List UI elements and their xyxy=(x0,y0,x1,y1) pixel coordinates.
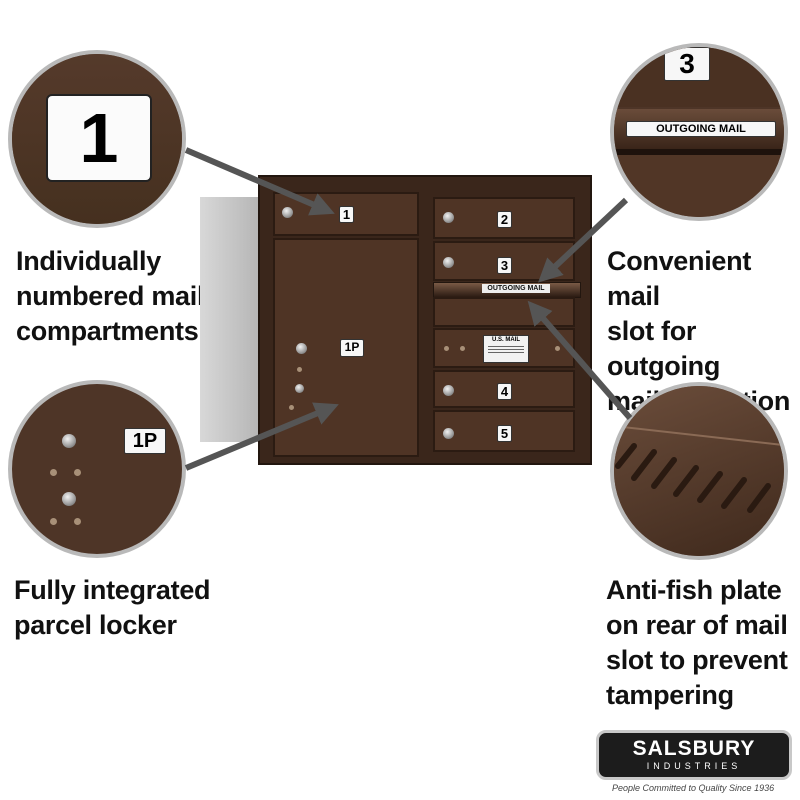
lock-icon xyxy=(443,385,454,396)
compartment-door-5: 5 xyxy=(433,410,575,452)
compartment-door-4: 4 xyxy=(433,370,575,408)
door-number-tag: 5 xyxy=(497,425,512,442)
door-number-tag: 4 xyxy=(497,383,512,400)
lock-icon xyxy=(62,492,76,506)
lock-icon xyxy=(443,428,454,439)
parcel-number-tag: 1P xyxy=(340,339,364,357)
door-number-tag: 2 xyxy=(497,211,512,228)
caption-anti-fish-plate: Anti-fish plate on rear of mail slot to … xyxy=(606,575,788,710)
logo-sub: INDUSTRIES xyxy=(646,761,742,771)
usps-plate: U.S. MAIL xyxy=(483,335,529,363)
lock-icon xyxy=(443,257,454,268)
usps-door: U.S. MAIL xyxy=(433,328,575,368)
zoom-slot-number-tag: 3 xyxy=(664,47,710,81)
outgoing-mail-label: OUTGOING MAIL xyxy=(482,284,550,293)
logo-name: SALSBURY xyxy=(632,737,756,760)
zoom-outgoing-slot: 3 OUTGOING MAIL xyxy=(610,43,788,221)
mailbox-unit: 1 1P 2 3 OUTGOING MAIL U.S. MAIL 4 xyxy=(200,175,595,470)
zoom-number-tag: 1 xyxy=(46,94,152,182)
brand-tagline: People Committed to Quality Since 1936 xyxy=(612,783,775,793)
usps-plate-title: U.S. MAIL xyxy=(492,337,520,343)
salsbury-logo: SALSBURY INDUSTRIES xyxy=(596,730,792,780)
zoom-compartment-number: 1 xyxy=(8,50,186,228)
slot-panel xyxy=(433,297,575,327)
door-number-tag: 3 xyxy=(497,257,512,274)
door-number-tag: 1 xyxy=(339,206,354,223)
parcel-locker-door: 1P xyxy=(273,238,419,457)
compartment-door-3: 3 xyxy=(433,241,575,281)
lock-icon xyxy=(282,207,293,218)
zoom-anti-fish-plate xyxy=(610,382,788,560)
lock-icon xyxy=(62,434,76,448)
compartment-door-1: 1 xyxy=(273,192,419,236)
compartment-door-2: 2 xyxy=(433,197,575,239)
caption-numbered-compartments: Individually numbered mail compartments xyxy=(16,246,205,346)
zoom-parcel-tag: 1P xyxy=(124,428,166,454)
outgoing-mail-slot: OUTGOING MAIL xyxy=(433,282,581,298)
anti-fish-plate-ridges xyxy=(614,425,784,513)
lock-icon xyxy=(443,212,454,223)
lock-icon xyxy=(295,384,304,393)
zoom-slot-plate: OUTGOING MAIL xyxy=(626,121,776,137)
caption-parcel-locker: Fully integrated parcel locker xyxy=(14,575,211,640)
zoom-parcel-locker: 1P xyxy=(8,380,186,558)
lock-icon xyxy=(296,343,307,354)
